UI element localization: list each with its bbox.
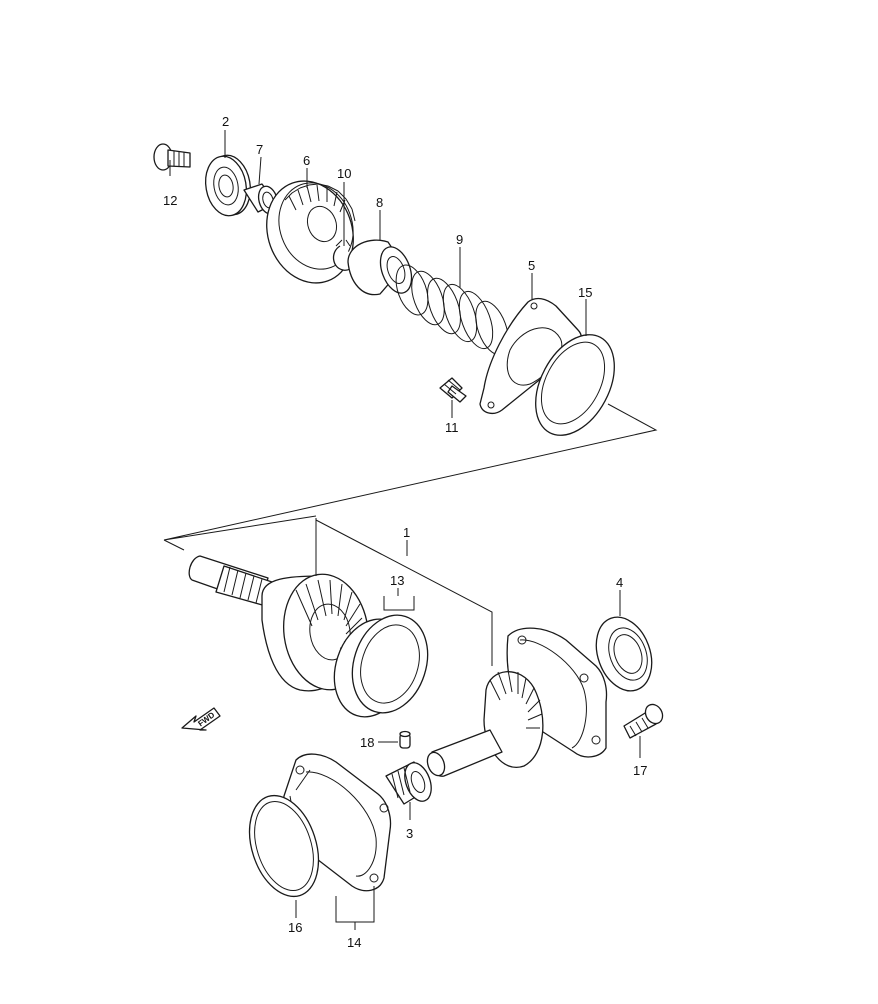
part-18-dowel-pin bbox=[399, 730, 411, 749]
callout-8: 8 bbox=[376, 195, 383, 210]
part-3-needle-bearing bbox=[385, 761, 432, 805]
callout-18: 18 bbox=[360, 735, 374, 750]
leader-lines bbox=[169, 130, 641, 930]
part-16-o-ring bbox=[248, 794, 320, 898]
part-12-bolt bbox=[153, 143, 191, 171]
callout-3: 3 bbox=[406, 826, 413, 841]
part-4-oil-seal bbox=[595, 616, 653, 692]
callout-12: 12 bbox=[163, 193, 177, 208]
part-8-sleeve bbox=[347, 239, 413, 296]
part-1-housing bbox=[426, 627, 608, 777]
callout-labels: 2 7 6 10 8 9 5 15 12 11 1 13 4 17 18 3 1… bbox=[163, 114, 647, 950]
callout-17: 17 bbox=[633, 763, 647, 778]
fwd-direction-marker: FWD bbox=[181, 707, 221, 731]
part-2-bearing bbox=[204, 154, 252, 217]
callout-7: 7 bbox=[256, 142, 263, 157]
assembly-guide-line bbox=[163, 539, 185, 551]
part-13-race bbox=[333, 614, 429, 718]
callout-10: 10 bbox=[337, 166, 351, 181]
callout-6: 6 bbox=[303, 153, 310, 168]
callout-2: 2 bbox=[222, 114, 229, 129]
callout-14: 14 bbox=[347, 935, 361, 950]
part-15-gasket bbox=[535, 334, 615, 436]
callout-5: 5 bbox=[528, 258, 535, 273]
part-17-bolt bbox=[623, 703, 664, 739]
callout-1: 1 bbox=[403, 525, 410, 540]
arrow-left-down-icon bbox=[181, 707, 221, 731]
callout-15: 15 bbox=[578, 285, 592, 300]
part-6-bevel-gear bbox=[266, 180, 356, 284]
callout-9: 9 bbox=[456, 232, 463, 247]
callout-13: 13 bbox=[390, 573, 404, 588]
callout-11: 11 bbox=[445, 420, 459, 435]
callout-16: 16 bbox=[288, 920, 302, 935]
part-11-stud bbox=[439, 377, 467, 403]
callout-4: 4 bbox=[616, 575, 623, 590]
assembly-guide-line bbox=[163, 403, 658, 541]
